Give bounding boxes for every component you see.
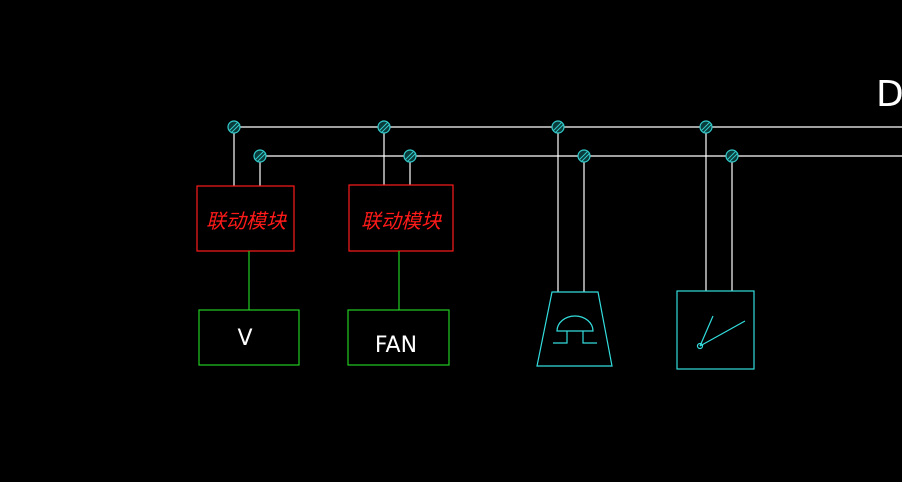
connection-node (725, 149, 739, 163)
connection-node (403, 149, 417, 163)
device-label-fan: FAN (375, 333, 417, 358)
device-label-valve: V (237, 326, 252, 351)
connection-node (253, 149, 267, 163)
connection-node (577, 149, 591, 163)
connection-node (699, 120, 713, 134)
bus-label: DC (876, 74, 902, 115)
connection-node (551, 120, 565, 134)
connection-node (227, 120, 241, 134)
module-box-2 (348, 184, 454, 252)
module-label-1: 联动模块 (206, 209, 287, 233)
module-box-1 (196, 185, 295, 252)
module-label-2: 联动模块 (361, 209, 442, 233)
device-box-valve (198, 309, 300, 366)
device-box-fan (347, 309, 450, 366)
gauge-meter-icon (676, 290, 755, 370)
connection-node (377, 120, 391, 134)
alarm-bell-icon (536, 291, 613, 367)
